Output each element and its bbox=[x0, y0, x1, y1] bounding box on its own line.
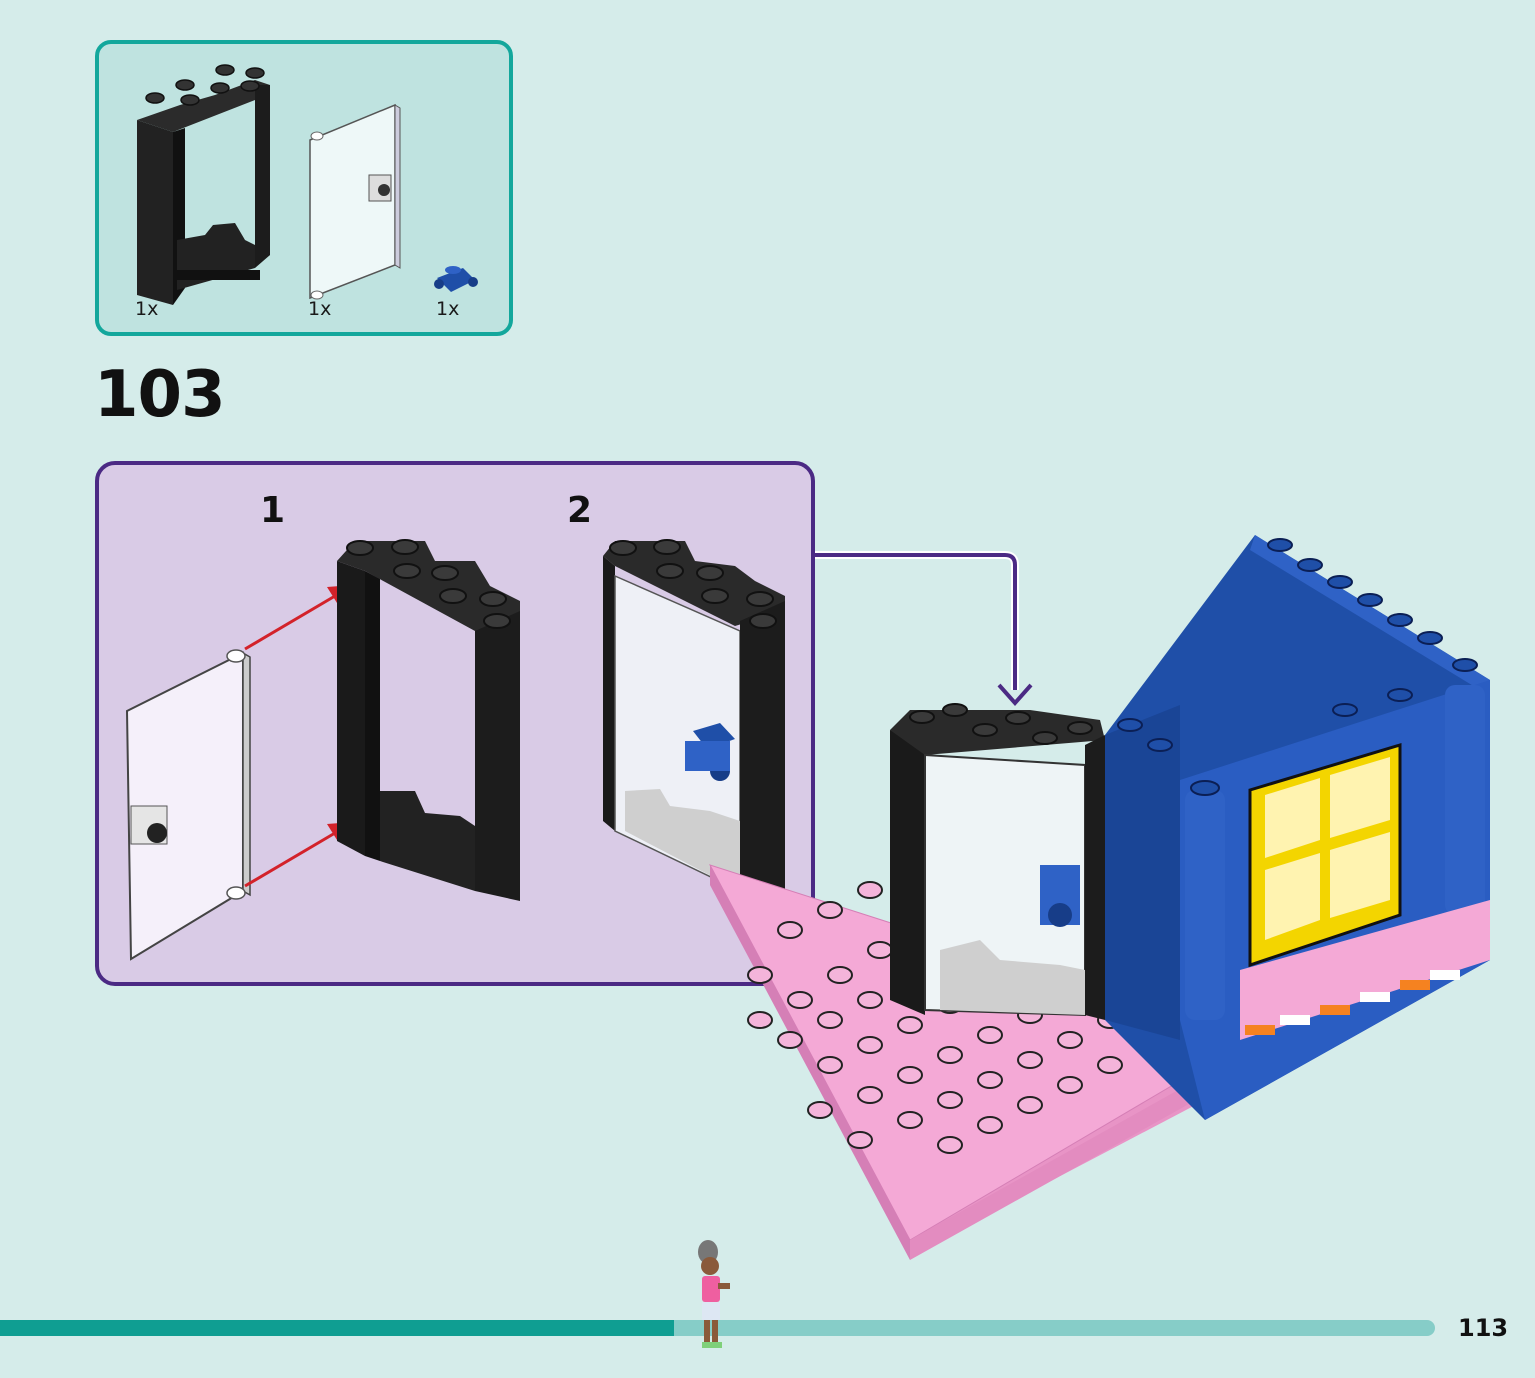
part-quantity: 1x bbox=[436, 298, 460, 320]
step-number: 103 bbox=[94, 358, 226, 432]
substep-number: 2 bbox=[567, 490, 593, 531]
page-number: 113 bbox=[1458, 1314, 1509, 1342]
assembled-door-icon bbox=[603, 539, 785, 906]
blue-handle-piece-icon bbox=[434, 266, 478, 292]
progress-fill bbox=[0, 1320, 675, 1336]
minifigure-progress-marker-icon bbox=[698, 1240, 730, 1348]
door-panel-icon bbox=[309, 103, 401, 300]
substep-number: 1 bbox=[260, 490, 286, 531]
door-frame-icon bbox=[137, 64, 270, 305]
door-panel-icon bbox=[125, 649, 251, 961]
substep-illustrations bbox=[125, 539, 785, 961]
callout-connector-arrow bbox=[815, 551, 1033, 707]
part-quantity: 1x bbox=[135, 298, 159, 320]
part-quantity: 1x bbox=[308, 298, 332, 320]
assembly-arrow bbox=[244, 585, 353, 888]
model-illustration bbox=[708, 535, 1490, 1260]
door-frame-icon bbox=[890, 703, 1105, 1020]
door-frame-icon bbox=[337, 539, 520, 901]
blue-building bbox=[1105, 535, 1490, 1120]
parts-illustrations bbox=[137, 64, 478, 305]
